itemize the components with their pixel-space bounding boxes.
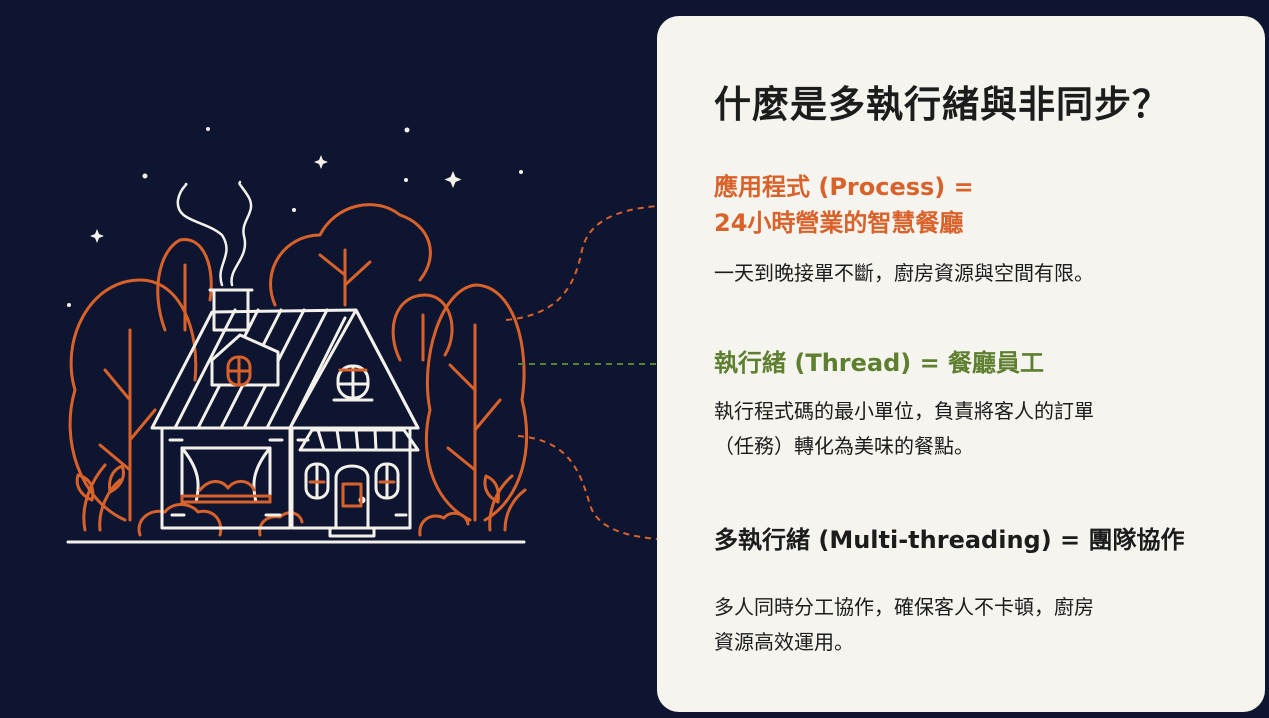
connector-multithreading xyxy=(517,435,687,541)
section-multithreading-body-line-2: 資源高效運用。 xyxy=(714,630,854,654)
section-multithreading-title: 多執行緒 (Multi-threading) = 團隊協作 xyxy=(714,526,1185,554)
smoke-icon xyxy=(176,180,253,287)
section-process-title-line-1: 應用程式 (Process) = xyxy=(714,173,974,201)
explanation-card: 什麼是多執行緒與非同步？ 應用程式 (Process) = 24小時營業的智慧餐… xyxy=(657,16,1265,712)
house-illustration xyxy=(66,127,529,544)
section-thread-body-line-2: （任務）轉化為美味的餐點。 xyxy=(714,434,974,458)
card-title: 什麼是多執行緒與非同步？ xyxy=(714,83,1170,126)
section-thread-body-line-1: 執行程式碼的最小單位，負責將客人的訂單 xyxy=(714,399,1094,423)
connector-process xyxy=(505,204,687,321)
section-multithreading-body-line-1: 多人同時分工協作，確保客人不卡頓，廚房 xyxy=(714,595,1094,619)
house-accents xyxy=(180,355,396,508)
section-thread-title: 執行緒 (Thread) = 餐廳員工 xyxy=(714,349,1045,377)
section-process-title-line-2: 24小時營業的智慧餐廳 xyxy=(714,209,964,237)
star-icon xyxy=(67,127,523,307)
section-process-body-line-1: 一天到晚接單不斷，廚房資源與空間有限。 xyxy=(714,261,1094,285)
tree-icon xyxy=(68,203,529,537)
